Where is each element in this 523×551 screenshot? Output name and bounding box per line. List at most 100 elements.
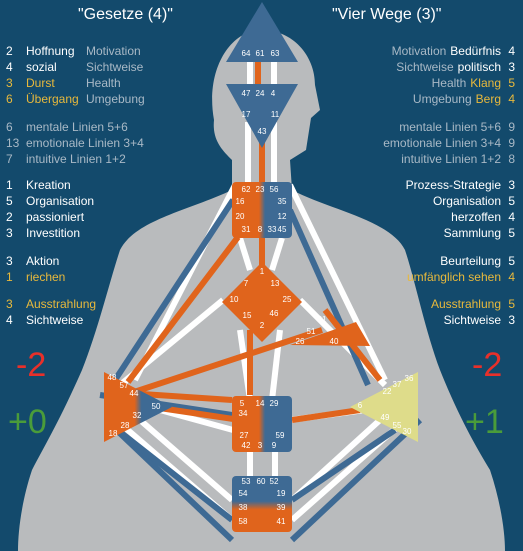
gate-22: 22: [383, 387, 392, 396]
gate-40: 40: [330, 337, 339, 346]
gate-11: 11: [271, 110, 280, 119]
gate-54: 54: [239, 489, 248, 498]
gate-27: 27: [240, 431, 249, 440]
row-label: emotionale Linien 3+4: [26, 136, 144, 150]
row-aux-label: Sichtweise: [396, 60, 454, 74]
row-aux-label: Sichtweise: [86, 60, 144, 74]
row-count: 4: [6, 313, 13, 327]
row-label: passioniert: [26, 210, 85, 224]
gate-7: 7: [244, 279, 249, 288]
row-label: herzoffen: [451, 210, 501, 224]
gate-35: 35: [278, 197, 287, 206]
row-count: 5: [508, 194, 515, 208]
row-count: 6: [6, 120, 13, 134]
row-count: 5: [508, 254, 515, 268]
right-group2-row: Organisation 5: [433, 194, 515, 208]
row-aux-label: Motivation: [391, 44, 447, 58]
row-count: 1: [6, 270, 13, 284]
row-label: mentale Linien 5+6: [26, 120, 128, 134]
row-aux-label: Umgebung: [412, 92, 472, 106]
gate-31: 31: [242, 225, 251, 234]
gate-37: 37: [393, 380, 402, 389]
row-label: Sichtweise: [443, 313, 501, 327]
sacral-center: [232, 396, 292, 452]
right-group3-row: Beurteilung 5: [440, 254, 515, 268]
gate-39: 39: [277, 503, 286, 512]
gate-18: 18: [109, 429, 118, 438]
gate-42: 42: [242, 441, 251, 450]
row-label: riechen: [26, 270, 66, 284]
row-count: 9: [508, 120, 515, 134]
gate-9: 9: [272, 441, 277, 450]
gate-47: 47: [242, 89, 251, 98]
gate-20: 20: [236, 212, 245, 221]
row-label: Beurteilung: [440, 254, 501, 268]
gate-13: 13: [271, 279, 280, 288]
right-column-title: "Vier Wege (3)": [332, 6, 442, 23]
row-count: 3: [6, 254, 13, 268]
gate-63: 63: [271, 49, 280, 58]
row-label: Investition: [26, 226, 81, 240]
row-label: Sammlung: [443, 226, 501, 240]
row-count: 4: [508, 210, 515, 224]
row-label: intuitive Linien 1+2: [26, 152, 126, 166]
row-count: 9: [508, 136, 515, 150]
row-count: 3: [6, 76, 13, 90]
gate-29: 29: [270, 399, 279, 408]
solar-plexus-center: [350, 372, 418, 442]
row-count: 5: [508, 226, 515, 240]
gate-30: 30: [403, 427, 412, 436]
right-group4-row: Sichtweise 3: [444, 313, 515, 327]
gate-36: 36: [405, 374, 414, 383]
row-label: Übergang: [26, 92, 79, 106]
gate-10: 10: [230, 295, 239, 304]
row-label: sozial: [26, 60, 57, 74]
gate-60: 60: [257, 477, 266, 486]
gate-25: 25: [283, 295, 292, 304]
row-label: intuitive Linien 1+2: [401, 152, 501, 166]
row-label: Hoffnung: [26, 44, 75, 58]
throat-center: [232, 182, 292, 238]
gate-24: 24: [256, 89, 265, 98]
left-group2-row: 1 Kreation: [6, 178, 71, 192]
gate-41: 41: [277, 517, 286, 526]
row-label: mentale Linien 5+6: [399, 120, 501, 134]
row-count: 1: [6, 178, 13, 192]
gate-6: 6: [358, 401, 363, 410]
row-count: 2: [6, 210, 13, 224]
row-label: politisch: [457, 60, 501, 74]
row-label: Organisation: [26, 194, 95, 208]
row-label: Kreation: [26, 178, 71, 192]
ajna-center: [226, 84, 298, 148]
gate-58: 58: [239, 517, 248, 526]
gate-4: 4: [271, 89, 276, 98]
gate-51: 51: [307, 327, 316, 336]
gate-23: 23: [256, 185, 265, 194]
left-group2-row: 2 passioniert: [6, 210, 84, 224]
gate-43: 43: [258, 127, 267, 136]
left-column-title: "Gesetze (4)": [78, 6, 173, 23]
row-count: 6: [6, 92, 13, 106]
row-aux-label: Health: [86, 76, 121, 90]
row-count: 3: [508, 313, 515, 327]
right-group2-row: herzoffen 4: [451, 210, 515, 224]
row-label: Organisation: [432, 194, 501, 208]
gate-1: 1: [260, 267, 265, 276]
root-center: [232, 476, 292, 532]
gate-46: 46: [270, 309, 279, 318]
gate-45: 45: [278, 225, 287, 234]
